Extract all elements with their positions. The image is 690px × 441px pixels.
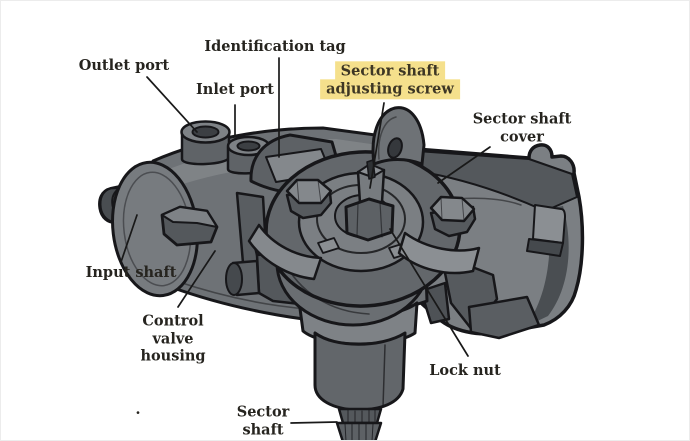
leader-lines (120, 57, 491, 424)
leader-sector-shaft (290, 421, 338, 424)
mounting-ear-part (371, 106, 426, 166)
cover-bolt-right (429, 195, 477, 238)
leader-adjusting-screw (369, 102, 385, 189)
lock-nut-part (344, 197, 395, 242)
leader-outlet-port (146, 76, 198, 133)
leader-input-shaft (120, 214, 138, 263)
leader-control-valve-housing (177, 250, 216, 308)
sector-shaft-part (297, 299, 419, 440)
leader-lock-nut (389, 228, 469, 357)
outlet-port-part (180, 120, 231, 166)
sector-shaft-cover-part (414, 143, 585, 340)
leader-sector-shaft-cover (437, 146, 491, 184)
cover-bolt-left (285, 178, 333, 220)
